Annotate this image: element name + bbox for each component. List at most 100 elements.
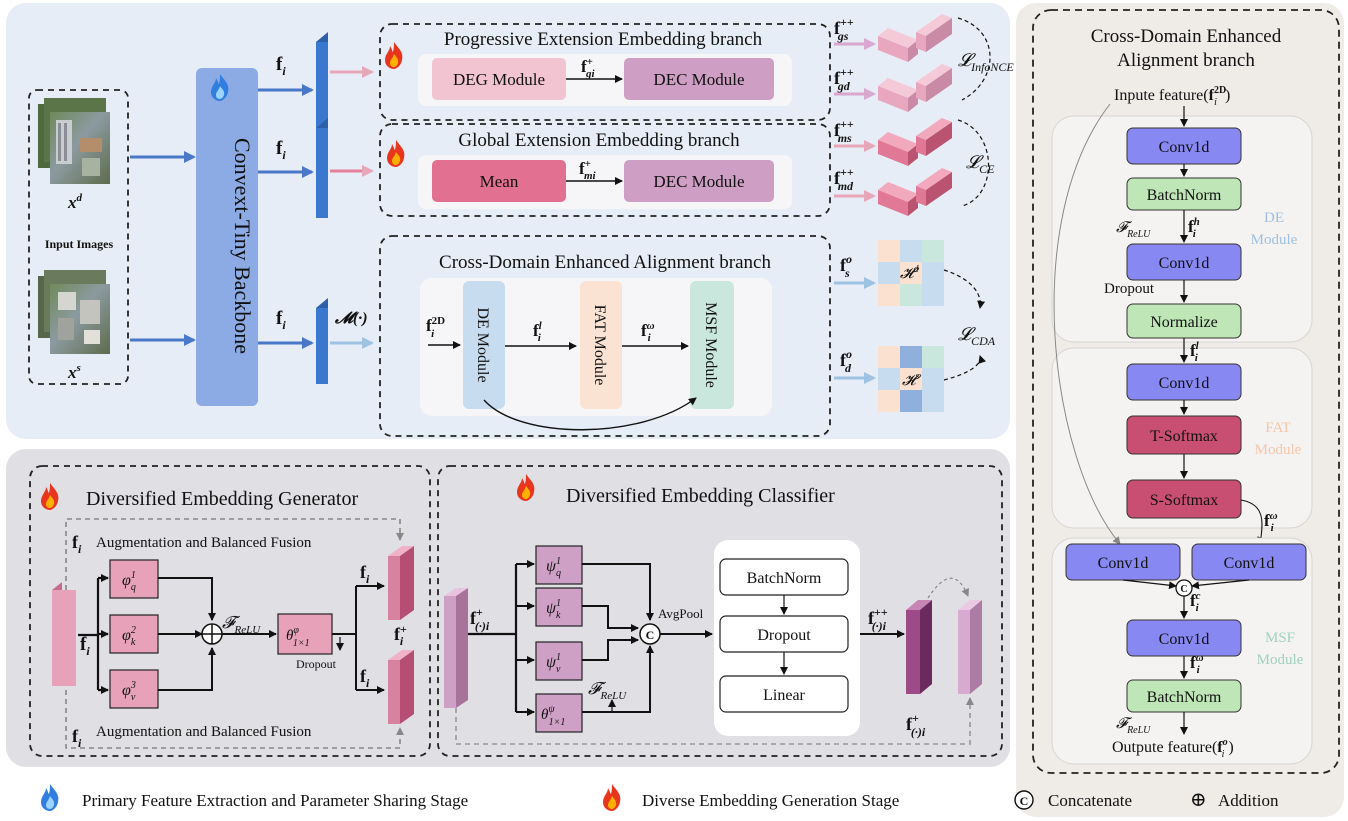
right-de-label2: Module [1251,232,1298,248]
peb-branch-box [379,23,831,121]
dec-theta-block [535,693,583,733]
legend-blue-flame-icon [41,784,59,811]
right-normalize-label: Normalize [1150,314,1218,331]
fmi-label: f+mi [579,158,597,182]
fgs-label: f++gs [834,15,854,43]
arrow-psiq-concat [582,563,654,621]
deg-fi-top: fi [72,532,82,556]
fi-label-2: fi [276,138,286,162]
legend-blue-label: Primary Feature Extraction and Parameter… [82,791,468,810]
fminus-slab [388,650,414,724]
deg-fi-out-2: fi [360,666,370,690]
deg-aug-top-path [65,518,404,590]
right-tsoftmax-label: T-Softmax [1150,428,1218,445]
deg-dropout-label: Dropout [296,657,337,671]
peb-title: Progressive Extension Embedding branch [444,29,763,50]
right-bn2-label: BatchNorm [1147,689,1222,706]
arrow-conv5-concat [1191,579,1250,590]
right-msf-label2: Module [1257,652,1304,668]
fmd-label: f++md [834,165,854,193]
right-dropout-label: Dropout [1104,281,1155,297]
heatmap-hs [878,346,944,412]
arrow-v-add [158,647,216,691]
dec-linear-label: Linear [763,687,805,704]
deg-box [29,465,431,757]
embedding-prism-gs-2 [916,14,952,52]
right-ssoftmax-label: S-Softmax [1150,492,1218,509]
arrow-conv4-concat [1122,579,1177,590]
psi-k-block [535,587,583,627]
addition-icon: ⊕ [1190,789,1207,811]
fms-label: f++ms [834,117,854,145]
loss-cda-link-1 [943,269,986,309]
dec-module-label-2: DEC Module [653,172,744,191]
loss-cda-link-2 [943,355,986,381]
geb-branch-box [379,123,831,217]
right-conv6-label: Conv1d [1159,631,1210,648]
dec-batchnorm-label: BatchNorm [747,570,822,587]
right-conv5-label: Conv1d [1224,555,1275,572]
fplus-label: f+i [394,622,407,648]
backbone-label: Convext-Tiny Backbone [230,138,255,354]
embedding-prism-md-2 [916,168,952,206]
cda-title: Cross-Domain Enhanced Alignment branch [439,252,771,273]
arrow-de-msf-skip [483,397,697,431]
embedding-prism-ms-2 [916,118,952,156]
arrow-psiv-concat [582,636,639,661]
addition-cross [202,624,222,644]
psi-v-block [535,641,583,681]
deg-title: Diversified Embedding Generator [86,488,358,510]
dec-module-label-1: DEC Module [653,70,744,89]
input-images-box [28,89,129,385]
embedding-prism-gd-2 [916,64,952,102]
deg-aug-bottom-path [65,690,404,749]
deg-fi-mid: fi [80,634,90,658]
fi-label-3: fi [276,308,286,332]
msf-module-label: MSF Module [702,302,719,388]
dec-module-block-1 [624,58,774,100]
fgi-label: f+gi [581,56,595,80]
dec-fout-label: f++(·)i [868,605,888,633]
right-fat-label2: Module [1255,442,1302,458]
fgd-label: f++gd [834,65,854,93]
dec-linear-block [719,675,849,713]
embedding-prism-md-1 [878,182,918,216]
dec-split-lines [468,564,518,712]
feature-slab-3 [316,298,328,384]
dec-dropout-label: Dropout [757,627,811,644]
avgpool-label: AvgPool [658,606,704,621]
arrow-psik-concat [582,605,639,632]
arrow-input-skip [1053,103,1121,545]
dec-module-block-2 [624,160,774,202]
dec-input-slab [444,588,468,708]
de-module-block [463,281,505,409]
dec-output-slab [906,600,932,694]
deg-aug-top-label: Augmentation and Balanced Fusion [96,535,312,551]
legend-concat-symbol: C [1020,794,1029,808]
embedding-prism-gs-1 [878,28,918,62]
dec-back-slab [958,600,982,694]
m-operator-label: 𝓜(·) [334,310,368,327]
deg-input-slab [52,582,76,686]
dec-skip-path [455,697,974,745]
input-images-label: Input Images [45,237,114,251]
